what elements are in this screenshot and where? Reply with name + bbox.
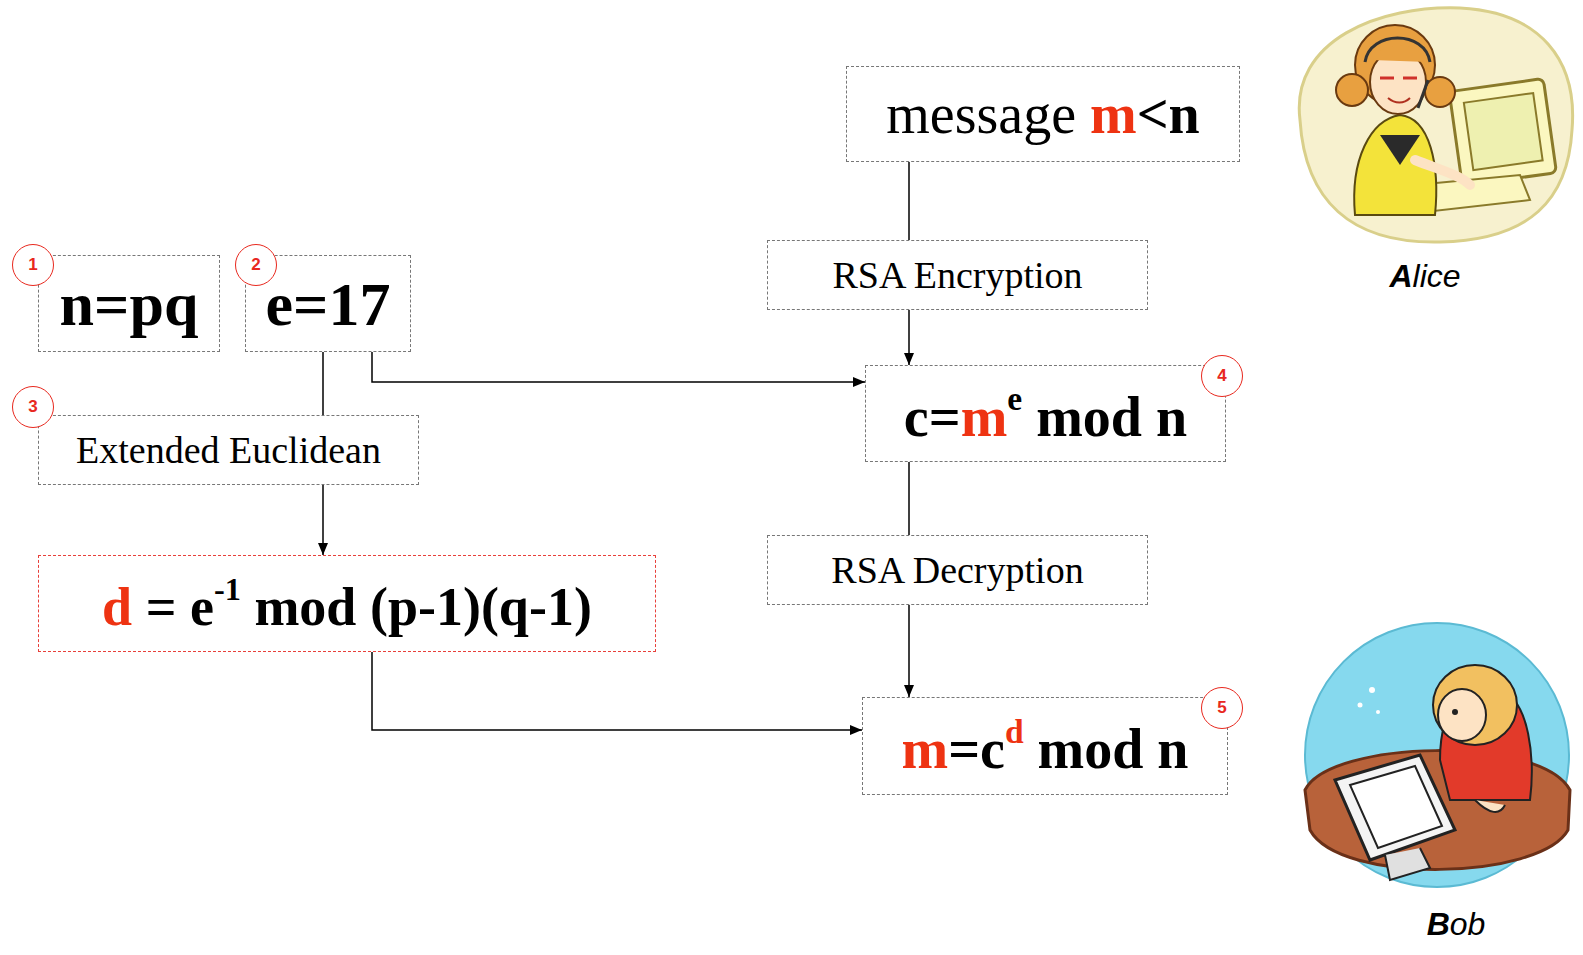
message-box: messagem<n (846, 66, 1240, 162)
process-box: Extended Euclidean (38, 415, 419, 485)
formula-text: n=pq (60, 270, 199, 338)
formula-text: e=17 (266, 270, 391, 338)
node-text: m=cd mod n (901, 715, 1188, 777)
superscript: d (1005, 713, 1024, 750)
node-text: d= e-1mod (p-1)(q-1) (102, 573, 592, 633)
callout-number-holder: 4 (1201, 355, 1243, 397)
formula-text: d (102, 577, 132, 637)
formula-box: d= e-1 mod (p-1)(q-1) (38, 555, 656, 652)
connector (372, 652, 862, 730)
node-text: c=memod n (904, 382, 1187, 444)
formula-text: message (886, 83, 1076, 145)
superscript: e (1007, 380, 1022, 417)
node-text: messagem<n (886, 86, 1199, 142)
superscript: -1 (214, 571, 241, 607)
formula-text: mod n (1036, 386, 1187, 448)
connector (908, 310, 910, 365)
formula-text: RSA Decryption (831, 549, 1083, 591)
node-text: RSA Decryption (831, 551, 1083, 589)
connector (908, 162, 910, 240)
callout-number: 4 (1217, 366, 1226, 386)
node-text: e=17 (266, 273, 391, 335)
callout-number: 3 (28, 397, 37, 417)
alice-illustration (1299, 8, 1572, 242)
bob-illustration (1305, 623, 1570, 887)
process-box: RSA Decryption (767, 535, 1148, 605)
callout-number: 2 (251, 255, 260, 275)
process-box: RSA Encryption (767, 240, 1148, 310)
connector (372, 352, 865, 382)
node-text: n=pq (60, 273, 199, 335)
formula-text: m (961, 386, 1008, 448)
formula-text: Extended Euclidean (76, 429, 381, 471)
callout-number: 1 (28, 255, 37, 275)
formula-box: c=me mod n (865, 365, 1226, 462)
callout-number-holder: 3 (12, 386, 54, 428)
formula-text: c= (904, 386, 961, 448)
node-text: RSA Encryption (832, 256, 1082, 294)
formula-text: =c (948, 718, 1005, 780)
connector (908, 462, 910, 535)
formula-text: = e (146, 577, 214, 637)
formula-box: n=pq (38, 255, 220, 352)
node-text: Extended Euclidean (76, 431, 381, 469)
formula-text: m (901, 718, 948, 780)
person-name: Bob (1427, 906, 1486, 943)
formula-box: m=cd mod n (862, 697, 1228, 795)
formula-text: RSA Encryption (832, 254, 1082, 296)
callout-number-holder: 5 (1201, 687, 1243, 729)
person-name-holder: Bob (1356, 906, 1556, 943)
connector (322, 352, 324, 415)
person-name: Alice (1389, 258, 1460, 295)
connector (908, 605, 910, 697)
person-name-holder: Alice (1325, 258, 1525, 295)
connector (322, 485, 324, 555)
callout-number-holder: 1 (12, 244, 54, 286)
formula-text: mod (p-1)(q-1) (254, 577, 591, 637)
callout-number-holder: 2 (235, 244, 277, 286)
formula-text: m (1090, 83, 1137, 145)
formula-text: mod n (1038, 718, 1189, 780)
callout-number: 5 (1217, 698, 1226, 718)
formula-text: <n (1137, 83, 1200, 145)
